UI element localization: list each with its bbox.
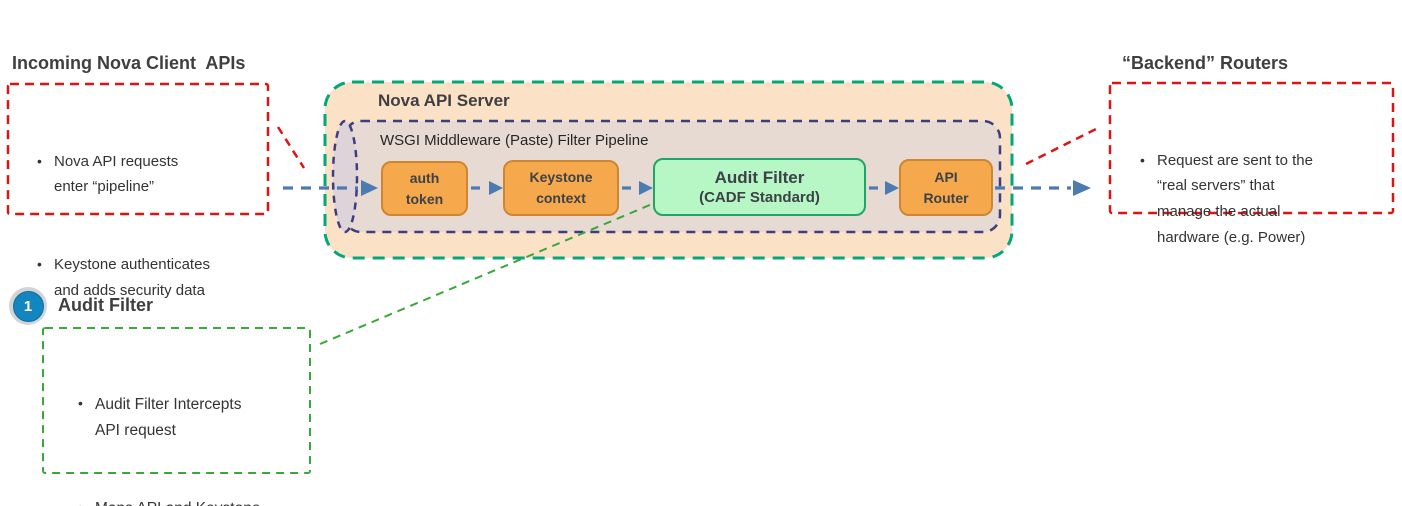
stage-audit-filter: Audit Filter (CADF Standard) xyxy=(653,158,866,216)
stage-router-line1: API xyxy=(934,168,958,185)
stage-router-line2: Router xyxy=(923,189,969,206)
stage-keystone-context: Keystone context xyxy=(503,160,619,216)
stage-audit-line2: (CADF Standard) xyxy=(699,188,820,206)
audit-bullet-2: Maps API and Keystone data to CADF Event… xyxy=(78,496,304,506)
step-1-badge-number: 1 xyxy=(12,290,44,322)
stage-auth-token: auth token xyxy=(381,161,468,216)
nova-api-server-title: Nova API Server xyxy=(378,91,510,110)
backend-routers-note: Request are sent to the “real servers” t… xyxy=(1110,83,1393,246)
connector-backend-red xyxy=(1025,127,1097,166)
stage-keystone-line2: context xyxy=(536,190,586,206)
arrow-keystone-to-audit xyxy=(622,181,653,195)
stage-auth-token-line2: token xyxy=(405,190,444,207)
backend-routers-heading: “Backend” Routers xyxy=(1122,53,1289,73)
stage-keystone-line1: Keystone xyxy=(529,169,593,185)
connector-incoming-red xyxy=(276,126,306,169)
incoming-apis-note: Nova API requests enter “pipeline” Keyst… xyxy=(8,84,268,299)
step-1-badge: 1 xyxy=(9,287,47,325)
audit-bullet-1: Audit Filter Intercepts API request xyxy=(78,392,304,444)
stage-api-router: API Router xyxy=(899,159,993,216)
pipeline-mouth-ellipse xyxy=(331,119,359,234)
incoming-bullet-2: Keystone authenticates and adds security… xyxy=(37,252,260,304)
connector-audit-green xyxy=(319,190,684,345)
backend-bullet-1: Request are sent to the “real servers” t… xyxy=(1140,148,1387,251)
audit-filter-note: Audit Filter Intercepts API request Maps… xyxy=(43,328,310,506)
wsgi-pipeline-label: WSGI Middleware (Paste) Filter Pipeline xyxy=(380,132,649,149)
arrow-auth-to-keystone xyxy=(471,181,503,195)
audit-filter-heading: Audit Filter xyxy=(58,295,153,315)
stage-auth-token-line1: auth xyxy=(409,169,440,186)
incoming-apis-heading: Incoming Nova Client APIs xyxy=(12,53,246,73)
stage-audit-line1: Audit Filter xyxy=(714,167,805,187)
pipeline-entry-arrow xyxy=(283,180,378,196)
arrow-audit-to-router xyxy=(869,181,899,195)
incoming-bullet-1: Nova API requests enter “pipeline” xyxy=(37,149,260,201)
pipeline-exit-arrow xyxy=(995,180,1091,196)
